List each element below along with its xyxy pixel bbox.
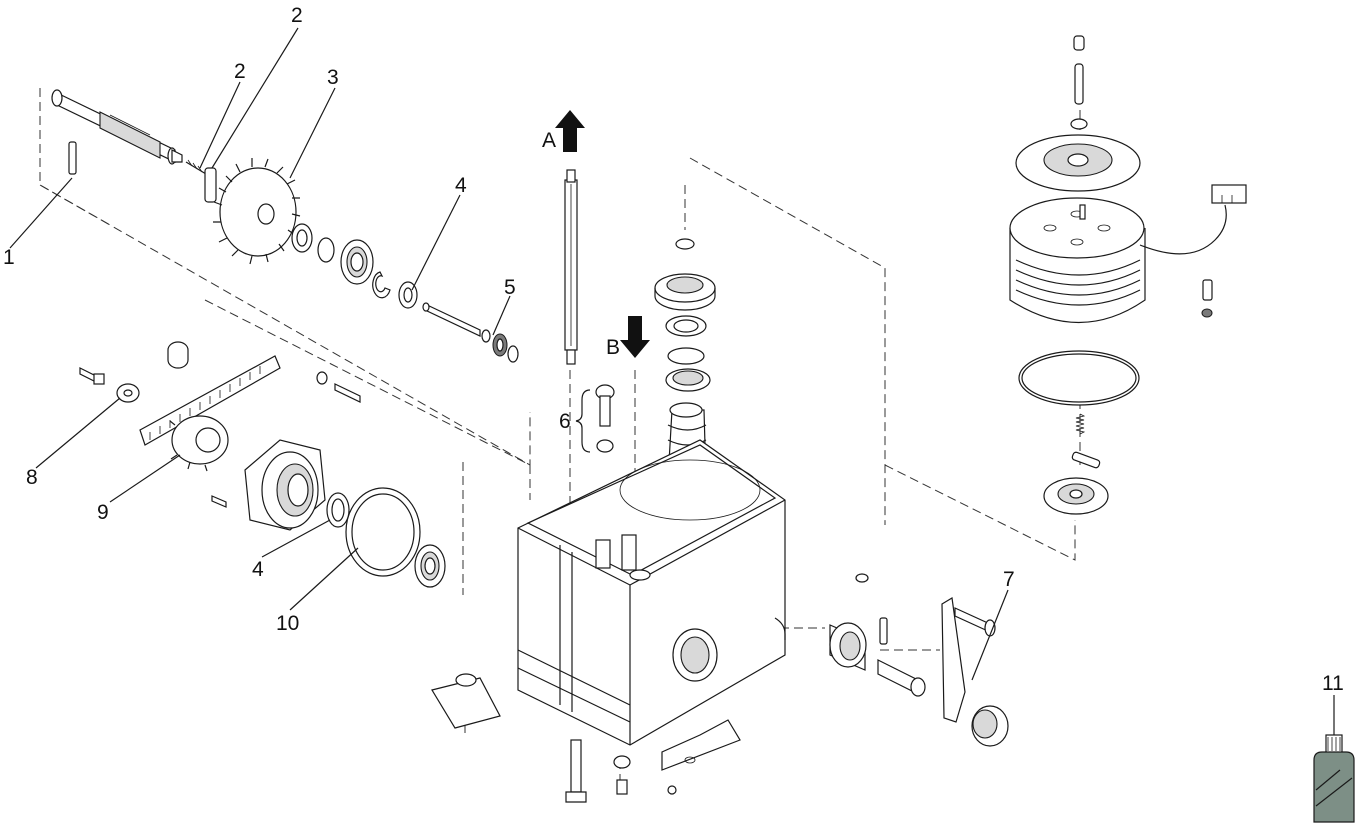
direction-label-b: B bbox=[606, 336, 620, 359]
oil-bottle-11 bbox=[1313, 734, 1355, 823]
callout-10: 10 bbox=[276, 612, 299, 635]
callout-2a: 2 bbox=[234, 60, 246, 83]
callout-1: 1 bbox=[3, 246, 15, 269]
callout-5: 5 bbox=[504, 276, 516, 299]
bearing-left bbox=[414, 544, 446, 588]
labels: 1 2 2 3 4 4 5 6 7 8 9 10 11 A B bbox=[3, 4, 1344, 695]
o-ring bbox=[1018, 350, 1140, 406]
motor-bottom-parts bbox=[1043, 413, 1109, 515]
callout-4b: 4 bbox=[252, 558, 264, 581]
callout-4a: 4 bbox=[455, 174, 467, 197]
arrow-a-up-icon bbox=[555, 110, 585, 152]
release-cylinder bbox=[829, 573, 926, 697]
callout-2b: 2 bbox=[291, 4, 303, 27]
fan-disk-top bbox=[1015, 134, 1141, 192]
motor-side-screw bbox=[1201, 279, 1213, 318]
screw-washer-8 bbox=[79, 367, 140, 403]
callout-7: 7 bbox=[1003, 568, 1015, 591]
gasket-10 bbox=[345, 487, 421, 577]
key-2b bbox=[204, 167, 217, 203]
callout-8: 8 bbox=[26, 466, 38, 489]
bottom-bolts bbox=[565, 739, 677, 803]
motor-top-fasteners bbox=[1070, 35, 1088, 130]
output-shaft bbox=[51, 89, 183, 165]
base-bracket-left bbox=[431, 673, 501, 729]
release-lever-7 bbox=[941, 597, 1009, 747]
screw-pair-top bbox=[316, 371, 361, 403]
screw-group-6 bbox=[575, 384, 615, 453]
vertical-rod-a bbox=[564, 169, 578, 365]
seal-ring-4b bbox=[326, 492, 350, 528]
rack-pinion-9 bbox=[139, 341, 281, 472]
gear-3 bbox=[213, 158, 301, 265]
base-bracket-right bbox=[661, 719, 741, 771]
gear-housing-cover bbox=[211, 439, 326, 531]
bearing-stack-upper bbox=[291, 223, 418, 309]
callout-6: 6 bbox=[559, 410, 571, 433]
arrow-b-down-icon bbox=[620, 316, 650, 358]
leader-lines bbox=[9, 27, 1335, 735]
direction-label-a: A bbox=[542, 129, 556, 152]
electric-motor bbox=[1009, 184, 1247, 323]
gearbox-housing bbox=[517, 439, 786, 746]
key-pin-1 bbox=[68, 141, 77, 175]
pin-shaft-5 bbox=[422, 302, 519, 363]
callout-3: 3 bbox=[327, 66, 339, 89]
spring-pin-2a bbox=[185, 159, 207, 175]
callout-11: 11 bbox=[1322, 672, 1344, 695]
callout-9: 9 bbox=[97, 501, 109, 524]
